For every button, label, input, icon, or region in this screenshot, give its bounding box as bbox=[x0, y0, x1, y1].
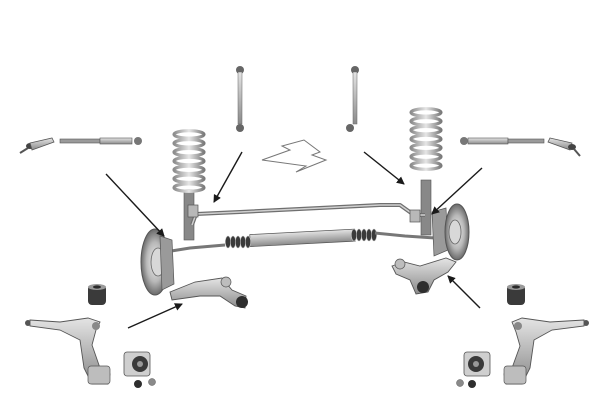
rack-boot-fold bbox=[224, 235, 232, 249]
tie-rod-left bbox=[59, 137, 142, 145]
steering-rack-icon bbox=[164, 228, 436, 254]
spring-coil-turn bbox=[409, 107, 443, 118]
callout-arrow bbox=[431, 167, 483, 215]
spring-coil-turn bbox=[172, 173, 206, 185]
callout-arrow bbox=[127, 303, 183, 329]
rack-boot-fold bbox=[234, 235, 242, 249]
rack-boot-fold bbox=[365, 228, 373, 242]
spring-coil-turn bbox=[409, 115, 443, 127]
spring-coil-turn bbox=[172, 164, 206, 176]
spring-coil-turn bbox=[172, 146, 206, 158]
brake-disc-left bbox=[140, 228, 175, 296]
callout-arrows bbox=[105, 151, 483, 329]
stabilizer-link-icon bbox=[346, 66, 359, 132]
brake-disc-right bbox=[431, 203, 470, 261]
callout-arrow bbox=[447, 275, 481, 309]
coil-spring-left bbox=[172, 129, 206, 241]
callout-arrow bbox=[105, 173, 165, 237]
spring-coil-turn bbox=[172, 155, 206, 167]
bolt-icon bbox=[456, 379, 476, 388]
spring-coil-turn bbox=[172, 129, 206, 140]
coil-spring-icon bbox=[409, 107, 443, 236]
rack-boot-fold bbox=[350, 228, 358, 242]
callout-arrow bbox=[363, 151, 405, 185]
control-arm-left bbox=[25, 317, 111, 385]
spring-coil-turn bbox=[409, 142, 443, 154]
spring-coil-turn bbox=[409, 124, 443, 136]
control-arm-mounted-left bbox=[169, 276, 248, 309]
spring-coil-turn bbox=[409, 133, 443, 145]
spring-coil-turn bbox=[409, 151, 443, 163]
rack-boot-fold bbox=[370, 228, 378, 242]
tie-rod-end-right bbox=[547, 137, 581, 157]
bolt-icon bbox=[134, 378, 156, 388]
callout-arrow bbox=[213, 151, 243, 203]
control-arm-icon bbox=[503, 317, 589, 385]
rack-boot-fold bbox=[244, 235, 252, 249]
control-arm-icon bbox=[169, 276, 248, 309]
tie-rod-icon bbox=[59, 137, 142, 145]
brake-disc-icon bbox=[431, 203, 470, 261]
tie-rod-icon bbox=[460, 137, 545, 145]
rack-boot-fold bbox=[229, 235, 237, 249]
stabilizer-bar-icon bbox=[187, 203, 425, 226]
stabilizer-link-icon bbox=[236, 66, 244, 132]
forward-direction-arrow-icon bbox=[261, 139, 328, 173]
tie-rod-right bbox=[460, 137, 545, 145]
bushing-left bbox=[88, 284, 106, 305]
brake-disc-icon bbox=[140, 228, 175, 296]
coil-spring-icon bbox=[172, 129, 206, 241]
stabilizer-link-right bbox=[346, 66, 359, 132]
ball-joint-bolt-right bbox=[456, 379, 476, 388]
control-arm-mounted-right bbox=[391, 257, 457, 295]
spring-coil-turn bbox=[172, 182, 206, 193]
bushing-bracket-icon bbox=[463, 351, 491, 377]
stabilizer-link-left bbox=[236, 66, 244, 132]
control-arm-icon bbox=[391, 257, 457, 295]
control-arm-right bbox=[503, 317, 589, 385]
tie-rod-end-left bbox=[19, 137, 55, 154]
coil-spring-right bbox=[409, 107, 443, 236]
rack-boot-fold bbox=[360, 228, 368, 242]
rack-boot-fold bbox=[239, 235, 247, 249]
stabilizer-bar bbox=[187, 203, 425, 226]
bushing-icon bbox=[88, 284, 106, 305]
bushing-bracket-right bbox=[463, 351, 491, 377]
spring-coil-turn bbox=[172, 137, 206, 149]
tie-rod-end-icon bbox=[547, 137, 581, 157]
bushing-right bbox=[507, 284, 525, 305]
tie-rod-end-icon bbox=[19, 137, 55, 154]
ball-joint-bolt-left bbox=[134, 378, 156, 388]
bushing-bracket-left bbox=[123, 351, 151, 377]
control-arm-icon bbox=[25, 317, 111, 385]
spring-coil-turn bbox=[409, 160, 443, 171]
steering-rack bbox=[164, 228, 436, 254]
rack-boot-fold bbox=[355, 228, 363, 242]
bushing-bracket-icon bbox=[123, 351, 151, 377]
bushing-icon bbox=[507, 284, 525, 305]
